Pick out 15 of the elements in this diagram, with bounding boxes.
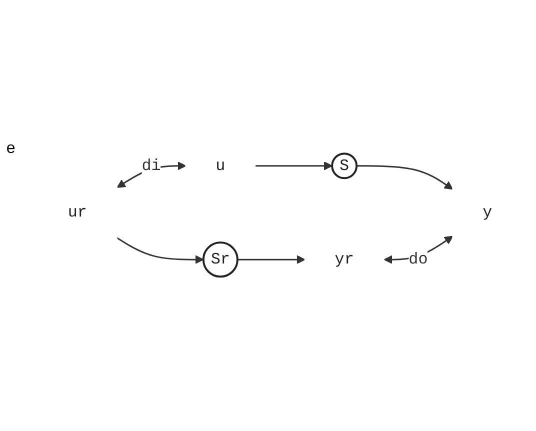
node-text: y — [482, 204, 492, 222]
node-text: yr — [334, 250, 354, 268]
arrow — [237, 254, 306, 264]
arrow — [384, 236, 454, 264]
arrow — [116, 161, 186, 188]
node-text: ur — [68, 204, 87, 222]
node-text: u — [216, 156, 226, 175]
node-circle: Sr — [202, 241, 238, 278]
edge-label: do — [408, 250, 428, 268]
node-circle: S — [331, 152, 358, 179]
arrow — [356, 164, 454, 190]
signal-label: e — [6, 140, 16, 158]
edge-label: di — [142, 156, 161, 175]
arrow — [116, 236, 204, 264]
arrow — [255, 161, 332, 170]
